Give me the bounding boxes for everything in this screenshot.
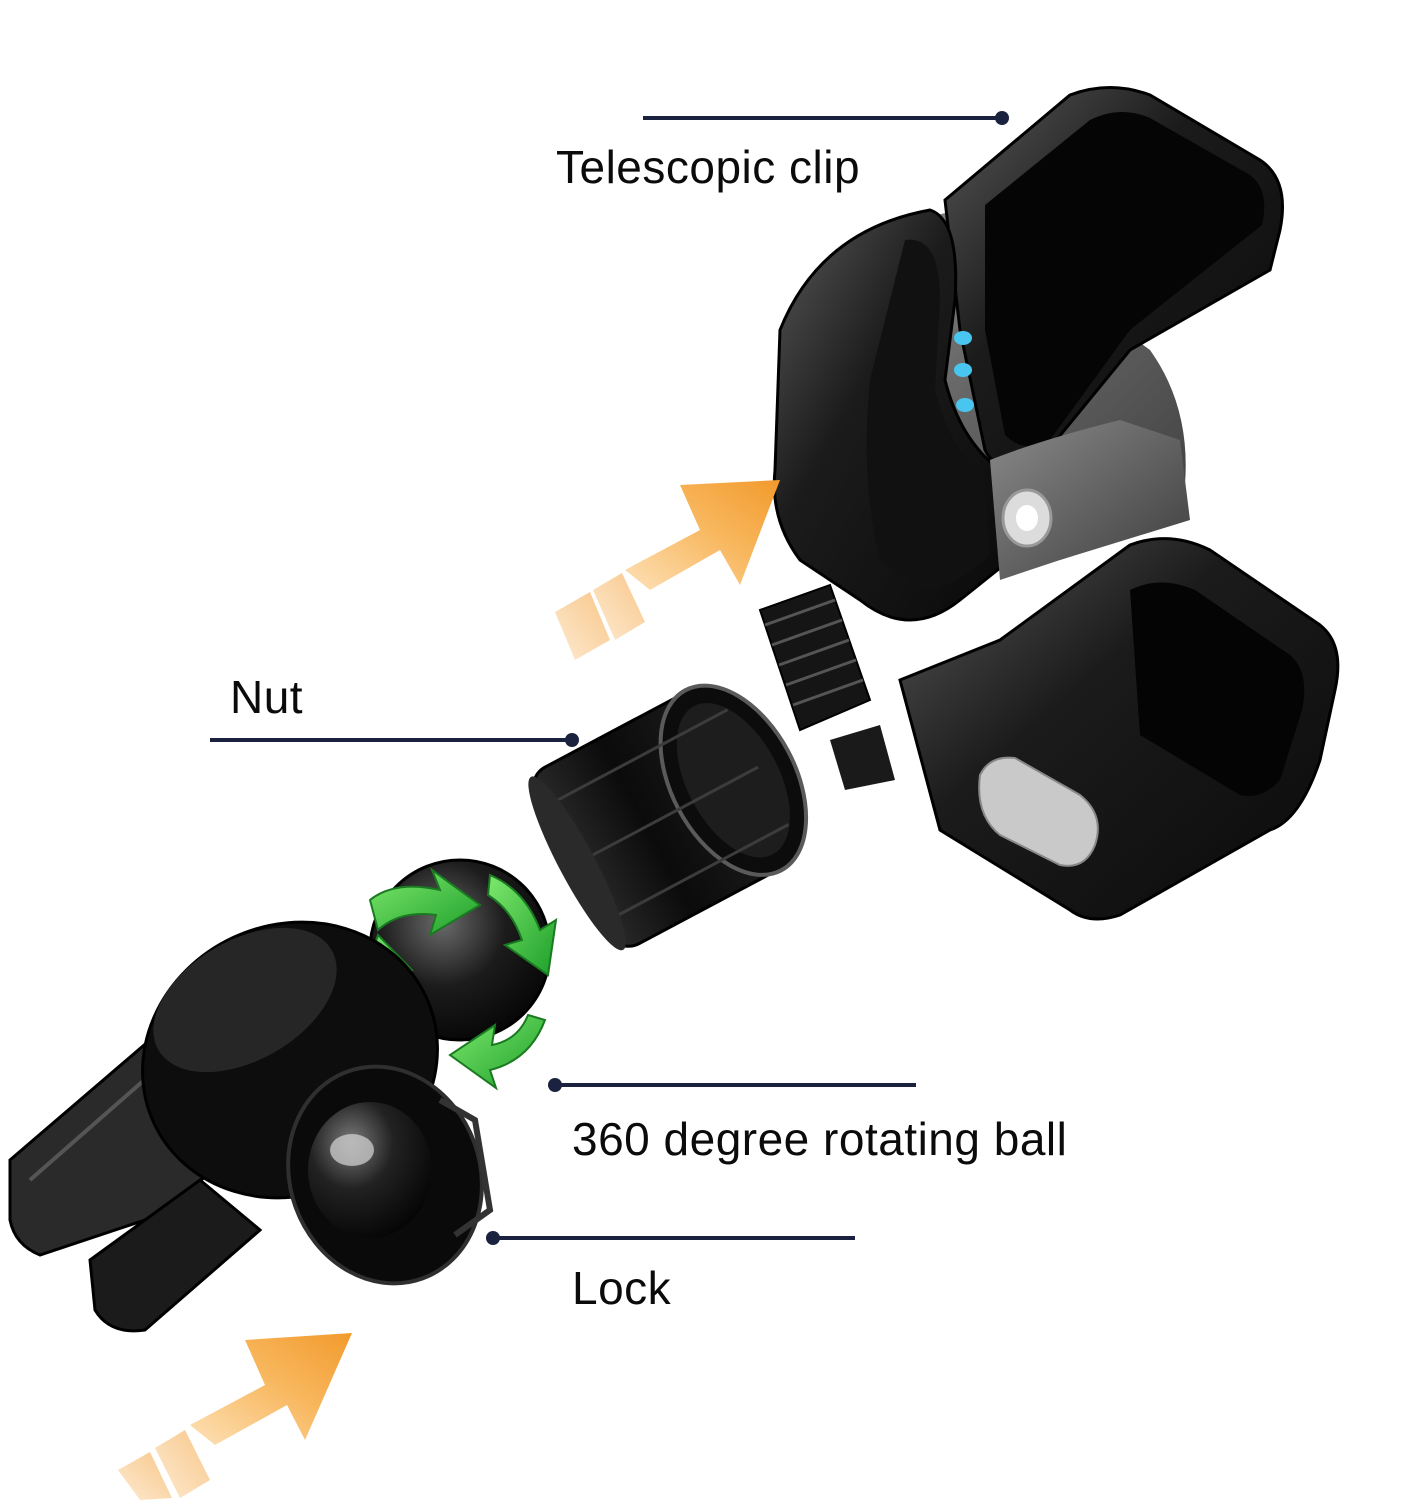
leader-line-lock: [486, 1231, 855, 1245]
leader-line-nut: [210, 733, 579, 747]
led-indicator-1: [954, 331, 972, 345]
push-arrow-icon: [555, 480, 780, 660]
lock-label: Lock: [572, 1262, 672, 1314]
threaded-stem: [758, 583, 895, 790]
telescopic-clip-label: Telescopic clip: [556, 141, 861, 193]
leader-line-rotating-ball: [548, 1078, 916, 1092]
rotating-ball-label: 360 degree rotating ball: [572, 1113, 1068, 1165]
nut: [528, 683, 809, 951]
led-indicator-2: [954, 363, 972, 377]
vent-mount-lock: [8, 920, 494, 1333]
leader-line-telescopic-clip: [643, 111, 1009, 125]
push-arrow-icon: [118, 1333, 352, 1500]
rotation-arrow-icon: [360, 867, 558, 1091]
nut-label: Nut: [230, 671, 304, 723]
telescopic-clip: [758, 86, 1340, 921]
led-indicator-3: [956, 398, 974, 412]
